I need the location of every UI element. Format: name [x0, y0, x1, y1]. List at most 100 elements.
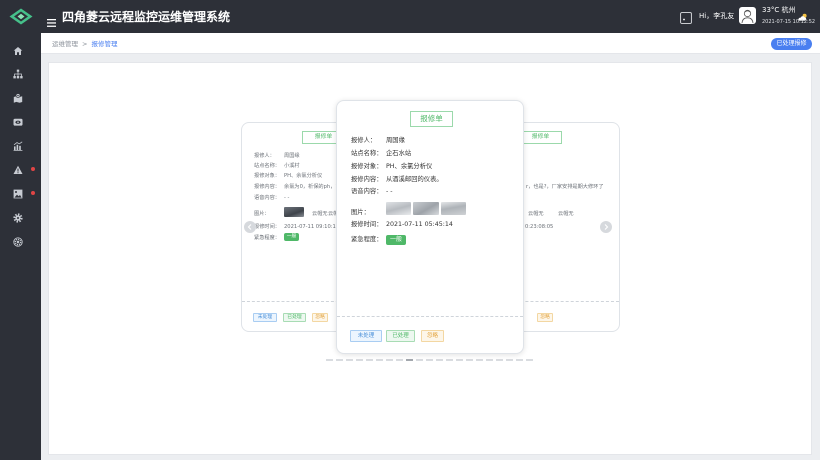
image-alt-text: 云帽	[328, 211, 339, 217]
carousel-indicator[interactable]	[526, 359, 533, 361]
image-alt-text: 云帽无	[558, 211, 574, 217]
repair-photo[interactable]	[413, 202, 439, 215]
user-avatar[interactable]	[739, 7, 756, 24]
images-label: 图片：	[254, 211, 270, 217]
voice-value: - -	[284, 195, 290, 201]
alert-badge	[31, 191, 35, 195]
hamburger-icon[interactable]	[47, 12, 56, 27]
monitor-icon[interactable]	[13, 117, 23, 127]
breadcrumb-parent-link[interactable]: 运维管理	[52, 40, 78, 48]
target-label: 报修对象：	[254, 173, 280, 179]
carousel-indicator[interactable]	[416, 359, 423, 361]
target-row: 报修对象： PH、余氯分析仪	[254, 173, 322, 180]
reporter-label: 报修人：	[254, 153, 275, 159]
voice-row: 语音内容： - -	[254, 195, 289, 202]
time-value: 2021-07-11 09:10:17	[284, 224, 340, 230]
time-value: 2021-07-11 05:45:14	[386, 221, 453, 228]
carousel-indicator[interactable]	[466, 359, 473, 361]
image-icon[interactable]	[13, 189, 23, 199]
carousel-indicator[interactable]	[426, 359, 433, 361]
content-label: 报修内容：	[351, 176, 383, 183]
carousel-indicator[interactable]	[456, 359, 463, 361]
dashed-divider	[242, 301, 403, 302]
bar-chart-icon[interactable]	[13, 141, 23, 151]
mark-unprocessed-button[interactable]: 未处理	[350, 330, 382, 342]
dashed-divider	[337, 316, 523, 317]
content-row: 报修内容： 余氯为0，析保的ph，12	[254, 184, 342, 191]
carousel-indicator[interactable]	[506, 359, 513, 361]
carousel-indicator-active[interactable]	[406, 359, 413, 361]
fullscreen-icon[interactable]	[680, 9, 692, 24]
target-value: PH、余氯分析仪	[284, 173, 323, 179]
time-value: 0:23:08:05	[525, 224, 554, 230]
repair-photo[interactable]	[284, 207, 304, 217]
sun-cloud-icon	[798, 6, 808, 21]
carousel-next-button[interactable]	[600, 221, 612, 233]
content-value: r，也是?，厂家安排是期大修环了	[526, 184, 604, 190]
app-title: 四角菱云远程监控运维管理系统	[62, 10, 231, 24]
breadcrumb-separator: >	[82, 40, 88, 48]
settings-icon[interactable]	[13, 237, 23, 247]
carousel-indicator[interactable]	[366, 359, 373, 361]
carousel-indicator[interactable]	[476, 359, 483, 361]
urgency-label: 紧急程度：	[351, 236, 383, 243]
repair-card-active: 报修单 报修人：周国缘 站点名称：企石水站 报修对象：PH、余氯分析仪 报修内容…	[336, 100, 524, 354]
top-bar: 四角菱云远程监控运维管理系统 Hi，李孔友 33°C 杭州 2021-07-15…	[0, 0, 820, 33]
processed-repairs-button[interactable]: 已处理报修	[771, 38, 812, 50]
voice-label: 语音内容：	[254, 195, 280, 201]
dashed-divider	[460, 301, 619, 302]
voice-value: - -	[386, 188, 393, 195]
repair-photo[interactable]	[441, 202, 466, 215]
map-icon[interactable]	[13, 93, 23, 103]
carousel-indicator[interactable]	[436, 359, 443, 361]
carousel-indicator[interactable]	[326, 359, 333, 361]
time-row: 报修时间：2021-07-11 05:45:14	[351, 221, 453, 229]
alert-badge	[31, 167, 35, 171]
content-label: 报修内容：	[254, 184, 280, 190]
user-greeting: Hi，李孔友	[699, 12, 735, 20]
content-value: 余氯为0，析保的ph，12	[284, 184, 342, 190]
warning-icon[interactable]	[13, 165, 23, 175]
sitemap-icon[interactable]	[13, 69, 23, 79]
repair-photo[interactable]	[386, 202, 411, 215]
ignore-button[interactable]: 忽略	[537, 313, 553, 322]
images-label: 图片：	[351, 209, 370, 216]
site-value: 企石水站	[386, 150, 412, 157]
home-icon[interactable]	[13, 46, 23, 56]
carousel-indicator[interactable]	[486, 359, 493, 361]
reporter-label: 报修人：	[351, 137, 377, 144]
current-datetime: 2021-07-15 10:12:52	[762, 19, 816, 25]
carousel-prev-button[interactable]	[244, 221, 256, 233]
reporter-value: 周国缘	[284, 153, 300, 159]
carousel-indicator[interactable]	[376, 359, 383, 361]
carousel-indicator[interactable]	[496, 359, 503, 361]
card-title: 报修单	[410, 111, 453, 127]
weather-info: 33°C 杭州	[762, 6, 796, 14]
image-alt-text: 云帽无	[312, 211, 328, 217]
site-label: 站点名称：	[254, 163, 280, 169]
carousel-indicator[interactable]	[516, 359, 523, 361]
carousel-indicator[interactable]	[386, 359, 393, 361]
ignore-button[interactable]: 忽略	[312, 313, 328, 322]
content-value: 从酒溪邮回的仪表。	[386, 176, 443, 183]
image-alt-text: 云帽无	[528, 211, 544, 217]
breadcrumb-bar: 运维管理>报修管理 已处理报修	[41, 33, 820, 54]
chevron-left-icon	[247, 224, 252, 230]
mark-unprocessed-button[interactable]: 未处理	[253, 313, 277, 322]
ignore-button[interactable]: 忽略	[421, 330, 444, 342]
carousel-indicator[interactable]	[346, 359, 353, 361]
sidebar	[0, 33, 41, 460]
urgency-badge: 一般	[386, 235, 406, 245]
carousel-indicator[interactable]	[446, 359, 453, 361]
mark-processed-button[interactable]: 已处理	[283, 313, 306, 322]
gear-icon[interactable]	[13, 213, 23, 223]
reporter-row: 报修人：周国缘	[351, 137, 405, 145]
card-title: 报修单	[519, 131, 562, 144]
carousel-indicator[interactable]	[356, 359, 363, 361]
content-row: 报修内容：从酒溪邮回的仪表。	[351, 176, 443, 184]
carousel-indicator[interactable]	[396, 359, 403, 361]
site-row: 站点名称：小溪村	[254, 163, 300, 170]
mark-processed-button[interactable]: 已处理	[386, 330, 415, 342]
voice-label: 语音内容：	[351, 188, 383, 195]
carousel-indicator[interactable]	[336, 359, 343, 361]
